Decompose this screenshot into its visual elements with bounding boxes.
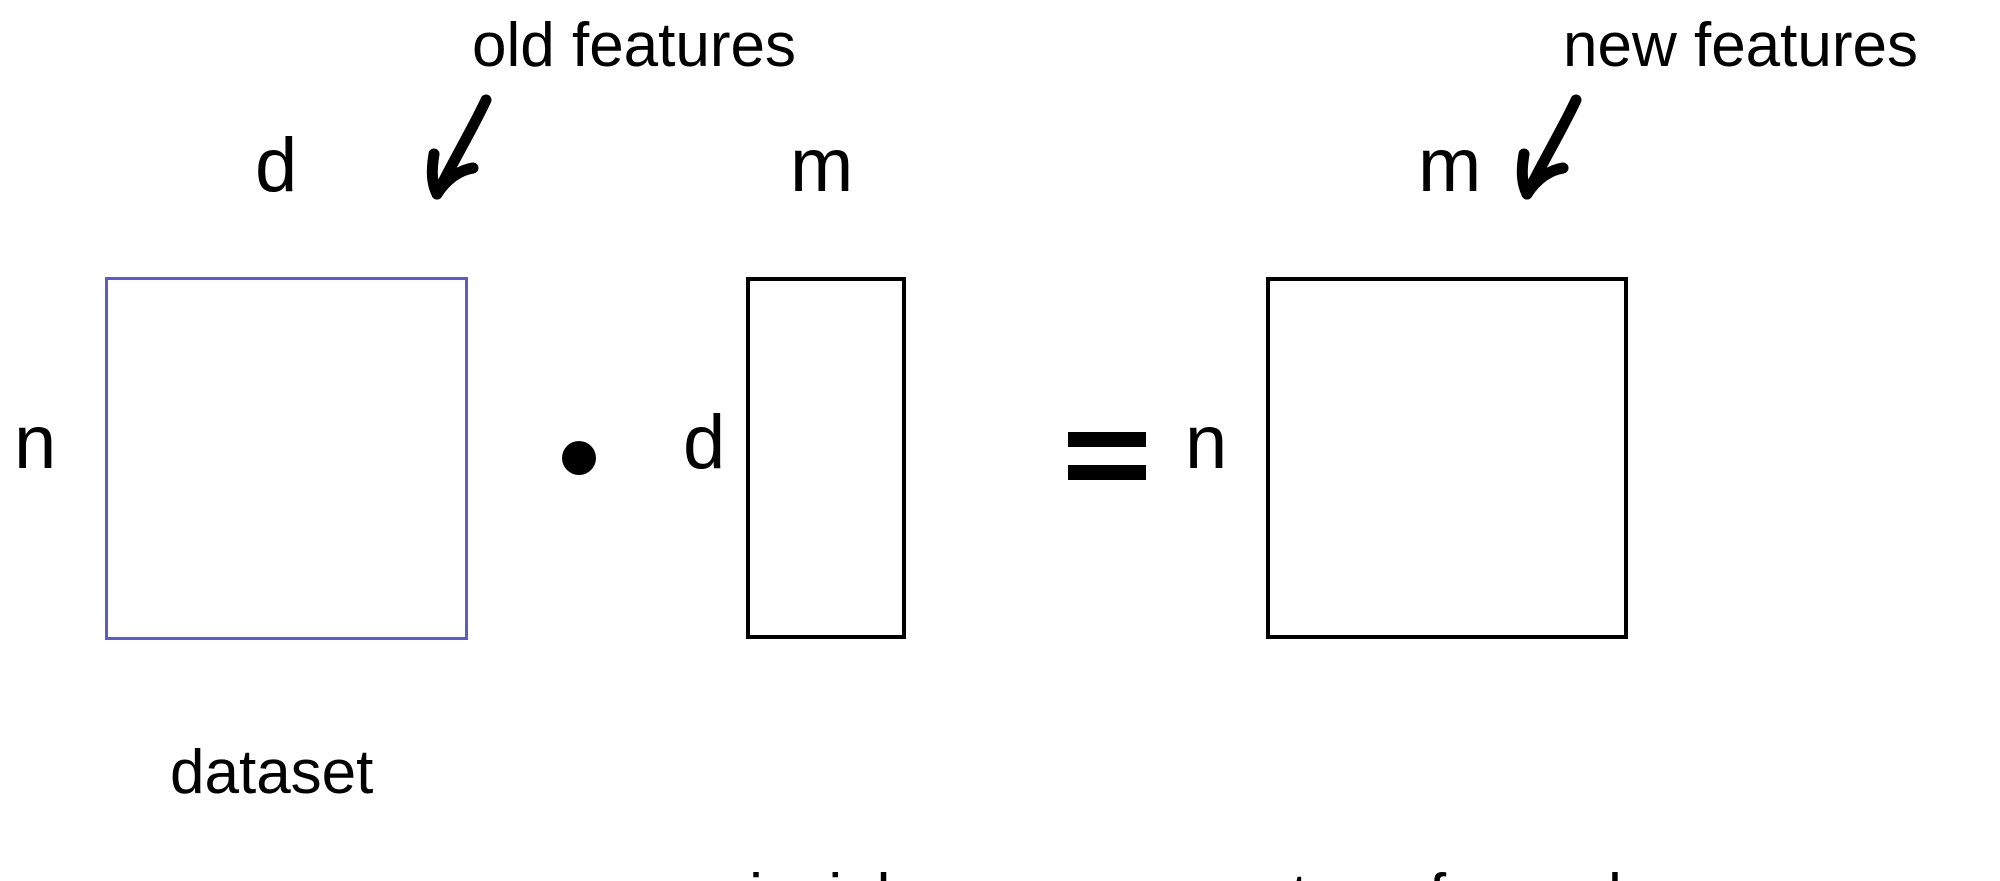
pc-rows-label: d bbox=[683, 400, 726, 485]
matrix-transformed-dataset bbox=[1266, 277, 1628, 639]
transformed-cols-label: m bbox=[1418, 123, 1482, 208]
transformed-rows-label: n bbox=[1185, 400, 1228, 485]
pc-caption: principle components bbox=[694, 723, 1032, 881]
multiply-dot-icon bbox=[562, 441, 596, 475]
pc-caption-line1: principle bbox=[694, 862, 1032, 881]
dataset-rows-label: n bbox=[14, 400, 57, 485]
new-features-label: new features bbox=[1563, 11, 1918, 80]
dataset-cols-label: d bbox=[255, 123, 298, 208]
dataset-caption: dataset bbox=[170, 738, 374, 807]
new-features-arrow-icon bbox=[1516, 94, 1582, 200]
matrix-principle-components bbox=[746, 277, 906, 639]
old-features-arrow-icon bbox=[426, 94, 492, 200]
matrix-dataset bbox=[105, 277, 468, 640]
equals-sign-icon bbox=[1068, 432, 1146, 480]
transformed-caption: transformed dataset bbox=[1291, 723, 1622, 881]
old-features-label: old features bbox=[472, 11, 796, 80]
pc-cols-label: m bbox=[790, 123, 854, 208]
transformed-caption-line1: transformed bbox=[1291, 862, 1622, 881]
